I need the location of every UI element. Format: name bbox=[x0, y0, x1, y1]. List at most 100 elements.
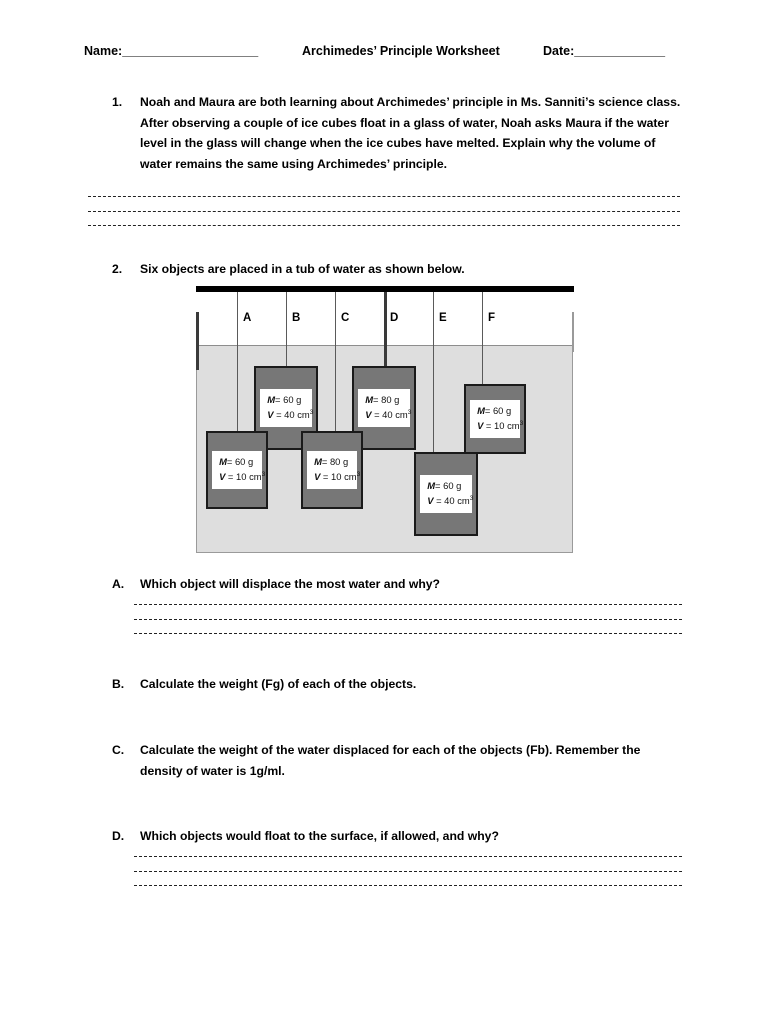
string-d bbox=[384, 292, 387, 366]
object-d-mass: 80 bbox=[381, 394, 392, 406]
name-field-group: Name: _____________________ bbox=[84, 44, 258, 58]
object-a-volume: 10 bbox=[236, 471, 247, 483]
answer-lines-subquestion-d[interactable] bbox=[134, 856, 682, 900]
support-bar bbox=[196, 286, 574, 292]
question-2-number: 2. bbox=[112, 262, 123, 276]
answer-lines-question-1[interactable] bbox=[88, 196, 680, 240]
object-a-volume-line: V = 10 cm3 bbox=[219, 470, 266, 483]
subquestion-d-text: Which objects would float to the surface… bbox=[140, 829, 499, 843]
string-e bbox=[433, 292, 435, 458]
volume-exponent: 3 bbox=[407, 408, 412, 416]
date-field-group: Date: ______________ bbox=[543, 44, 665, 58]
answer-line[interactable] bbox=[88, 210, 680, 212]
volume-symbol: V bbox=[314, 471, 321, 483]
object-c-volume-line: V = 10 cm3 bbox=[314, 470, 361, 483]
question-1: 1. Noah and Maura are both learning abou… bbox=[112, 92, 684, 174]
question-2-text: Six objects are placed in a tub of water… bbox=[140, 262, 465, 276]
answer-line[interactable] bbox=[88, 225, 680, 226]
object-c-volume: 10 bbox=[331, 471, 342, 483]
volume-unit: cm bbox=[249, 471, 262, 483]
object-b-mass-line: M= 60 g bbox=[267, 394, 302, 406]
date-blank-line[interactable]: ______________ bbox=[574, 44, 665, 58]
volume-symbol: V bbox=[427, 495, 434, 507]
subquestion-a-letter: A. bbox=[112, 577, 125, 591]
object-f-volume: 10 bbox=[494, 420, 505, 432]
object-d-volume-line: V = 40 cm3 bbox=[365, 408, 412, 421]
object-block-c: M= 80 g V = 10 cm3 bbox=[301, 431, 363, 509]
volume-symbol: V bbox=[267, 409, 274, 421]
mass-symbol: M bbox=[219, 456, 227, 468]
object-b-mass: 60 bbox=[283, 394, 294, 406]
answer-line[interactable] bbox=[134, 870, 682, 872]
tub-right-wall bbox=[572, 312, 574, 352]
subquestion-a-text: Which object will displace the most wate… bbox=[140, 577, 440, 591]
volume-exponent: 3 bbox=[261, 470, 266, 478]
object-f-mass: 60 bbox=[492, 405, 504, 417]
object-b-volume: 40 bbox=[284, 409, 295, 421]
answer-line[interactable] bbox=[134, 618, 682, 620]
mass-symbol: M bbox=[267, 394, 276, 406]
object-c-mass-line: M= 80 g bbox=[314, 456, 349, 468]
subquestion-d: D. Which objects would float to the surf… bbox=[112, 826, 684, 847]
subquestion-c-text: Calculate the weight of the water displa… bbox=[140, 743, 641, 778]
question-1-number: 1. bbox=[112, 95, 123, 109]
date-label: Date: bbox=[543, 44, 575, 58]
object-f-mass-line: M= 60 g bbox=[477, 405, 512, 417]
name-blank-line[interactable]: _____________________ bbox=[122, 44, 258, 58]
slot-label-f: F bbox=[488, 312, 496, 324]
string-b bbox=[286, 292, 288, 366]
answer-line[interactable] bbox=[134, 604, 682, 605]
object-d-mass-line: M= 80 g bbox=[365, 394, 400, 406]
volume-unit: cm bbox=[457, 495, 470, 507]
object-e-mass-line: M= 60 g bbox=[427, 480, 462, 492]
object-block-f: M= 60 g V = 10 cm3 bbox=[464, 384, 526, 454]
slot-label-e: E bbox=[439, 312, 447, 324]
volume-symbol: V bbox=[365, 409, 372, 421]
object-d-volume: 40 bbox=[382, 409, 393, 421]
object-c-label: M= 80 g V = 10 cm3 bbox=[307, 451, 361, 489]
volume-unit: cm bbox=[507, 420, 520, 432]
slot-label-b: B bbox=[292, 312, 301, 324]
mass-unit: g bbox=[506, 405, 512, 417]
answer-line[interactable] bbox=[134, 633, 682, 634]
question-2: 2. Six objects are placed in a tub of wa… bbox=[112, 259, 684, 280]
object-f-volume-line: V = 10 cm3 bbox=[477, 419, 524, 432]
subquestion-b-text: Calculate the weight (Fg) of each of the… bbox=[140, 677, 417, 691]
subquestion-b: B. Calculate the weight (Fg) of each of … bbox=[112, 674, 684, 695]
subquestion-d-letter: D. bbox=[112, 829, 125, 843]
mass-symbol: M bbox=[477, 405, 485, 417]
volume-exponent: 3 bbox=[309, 408, 314, 416]
mass-unit: g bbox=[456, 480, 462, 492]
string-c bbox=[335, 292, 337, 431]
volume-unit: cm bbox=[344, 471, 357, 483]
subquestion-a: A. Which object will displace the most w… bbox=[112, 574, 684, 595]
mass-unit: g bbox=[248, 456, 254, 468]
subquestion-c-letter: C. bbox=[112, 743, 125, 757]
object-c-mass: 80 bbox=[329, 456, 341, 468]
object-f-label: M= 60 g V = 10 cm3 bbox=[470, 400, 524, 438]
answer-line[interactable] bbox=[134, 885, 682, 886]
answer-line[interactable] bbox=[134, 856, 682, 857]
object-a-label: M= 60 g V = 10 cm3 bbox=[212, 451, 266, 489]
mass-symbol: M bbox=[365, 394, 374, 406]
object-block-b: M= 60 g V = 40 cm3 bbox=[254, 366, 318, 450]
answer-lines-subquestion-a[interactable] bbox=[134, 604, 682, 648]
slot-label-d: D bbox=[390, 312, 399, 324]
object-d-label: M= 80 g V = 40 cm3 bbox=[358, 389, 412, 427]
volume-exponent: 3 bbox=[519, 419, 524, 427]
answer-line[interactable] bbox=[88, 196, 680, 197]
volume-unit: cm bbox=[297, 409, 310, 421]
mass-symbol: M bbox=[314, 456, 322, 468]
water-tub-diagram: A B C D E F M= 60 g V = 40 cm3 M= 80 g bbox=[196, 286, 574, 554]
object-a-mass: 60 bbox=[234, 456, 246, 468]
string-a bbox=[237, 292, 239, 431]
worksheet-header: Name: _____________________ Archimedes’ … bbox=[84, 44, 684, 64]
object-e-volume: 40 bbox=[444, 495, 455, 507]
question-1-text: Noah and Maura are both learning about A… bbox=[140, 95, 681, 171]
object-block-d: M= 80 g V = 40 cm3 bbox=[352, 366, 416, 450]
volume-symbol: V bbox=[219, 471, 226, 483]
object-e-mass: 60 bbox=[443, 480, 454, 492]
subquestion-c: C. Calculate the weight of the water dis… bbox=[112, 740, 684, 781]
page-title: Archimedes’ Principle Worksheet bbox=[302, 44, 500, 58]
